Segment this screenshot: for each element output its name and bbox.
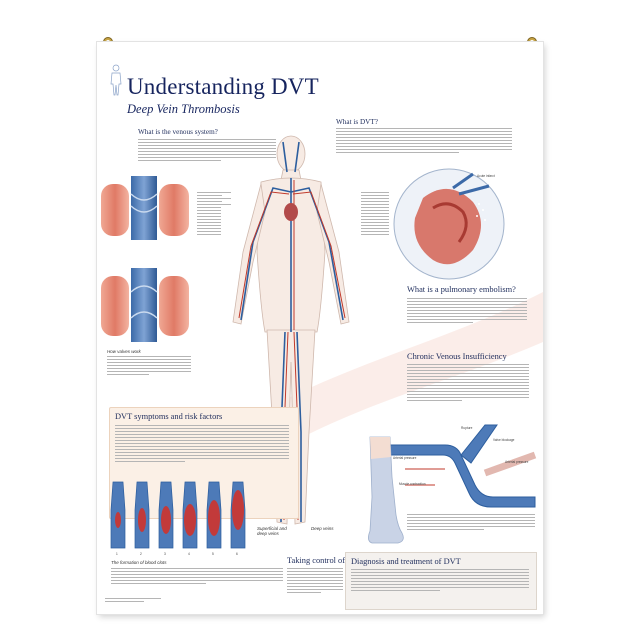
body-silhouette-icon bbox=[110, 64, 122, 96]
heading-diagnosis-treatment: Diagnosis and treatment of DVT bbox=[351, 557, 461, 566]
heading-venous-system: What is the venous system? bbox=[138, 128, 218, 136]
heading-what-is-dvt: What is DVT? bbox=[336, 118, 378, 126]
cvi-caption-text bbox=[407, 514, 535, 542]
clot-number-6: 6 bbox=[236, 552, 238, 556]
poster-subtitle: Deep Vein Thrombosis bbox=[127, 102, 240, 116]
label-valve-blockage: Valve blockage bbox=[493, 438, 515, 442]
label-arterial-pressure: Arterial pressure bbox=[393, 456, 417, 460]
copyright-text bbox=[105, 598, 161, 608]
venous-system-text bbox=[138, 139, 276, 173]
clot-formation-illustration bbox=[110, 481, 246, 549]
heading-risk-factors: DVT symptoms and risk factors bbox=[115, 412, 223, 421]
valves-text bbox=[107, 356, 191, 386]
caption-valves: How valves work bbox=[107, 349, 141, 354]
valve-illustration-top bbox=[101, 176, 189, 240]
heading-chronic-venous-insufficiency: Chronic Venous Insufficiency bbox=[407, 352, 507, 361]
clot-number-2: 2 bbox=[140, 552, 142, 556]
caption-superficial-deep-veins: Superficial and deep veins bbox=[257, 526, 287, 536]
label-arterial-pressure-right: Arterial pressure bbox=[505, 460, 529, 464]
heading-pulmonary-embolism: What is a pulmonary embolism? bbox=[407, 285, 516, 294]
pulmonary-embolism-text bbox=[407, 298, 527, 338]
leg-illustration bbox=[368, 436, 404, 544]
label-muscle-contraction: Muscle contraction bbox=[399, 482, 426, 486]
valve-illustration-bottom bbox=[101, 268, 189, 342]
heart-embolism-illustration bbox=[393, 168, 505, 280]
label-acute-infarct: Acute infarct bbox=[477, 174, 495, 178]
what-is-dvt-text bbox=[336, 128, 512, 164]
label-rupture: Rupture bbox=[461, 426, 473, 430]
caption-clot-formation: The formation of blood clots bbox=[111, 560, 167, 565]
dvt-poster: Understanding DVT Deep Vein Thrombosis W… bbox=[97, 42, 543, 614]
clot-number-3: 3 bbox=[164, 552, 166, 556]
clot-number-5: 5 bbox=[212, 552, 214, 556]
clot-number-4: 4 bbox=[188, 552, 190, 556]
clot-number-1: 1 bbox=[116, 552, 118, 556]
cvi-text bbox=[407, 364, 529, 418]
diagnosis-text bbox=[351, 569, 529, 605]
clot-formation-text bbox=[111, 568, 283, 594]
caption-deep-veins: Deep veins bbox=[311, 526, 334, 531]
taking-control-text bbox=[287, 568, 343, 608]
body-labels-right bbox=[361, 192, 389, 372]
poster-title: Understanding DVT bbox=[127, 74, 319, 99]
heading-taking-control: Taking control of your DVT bbox=[287, 556, 382, 565]
body-labels-left bbox=[197, 192, 221, 372]
risk-factors-text bbox=[115, 425, 289, 479]
